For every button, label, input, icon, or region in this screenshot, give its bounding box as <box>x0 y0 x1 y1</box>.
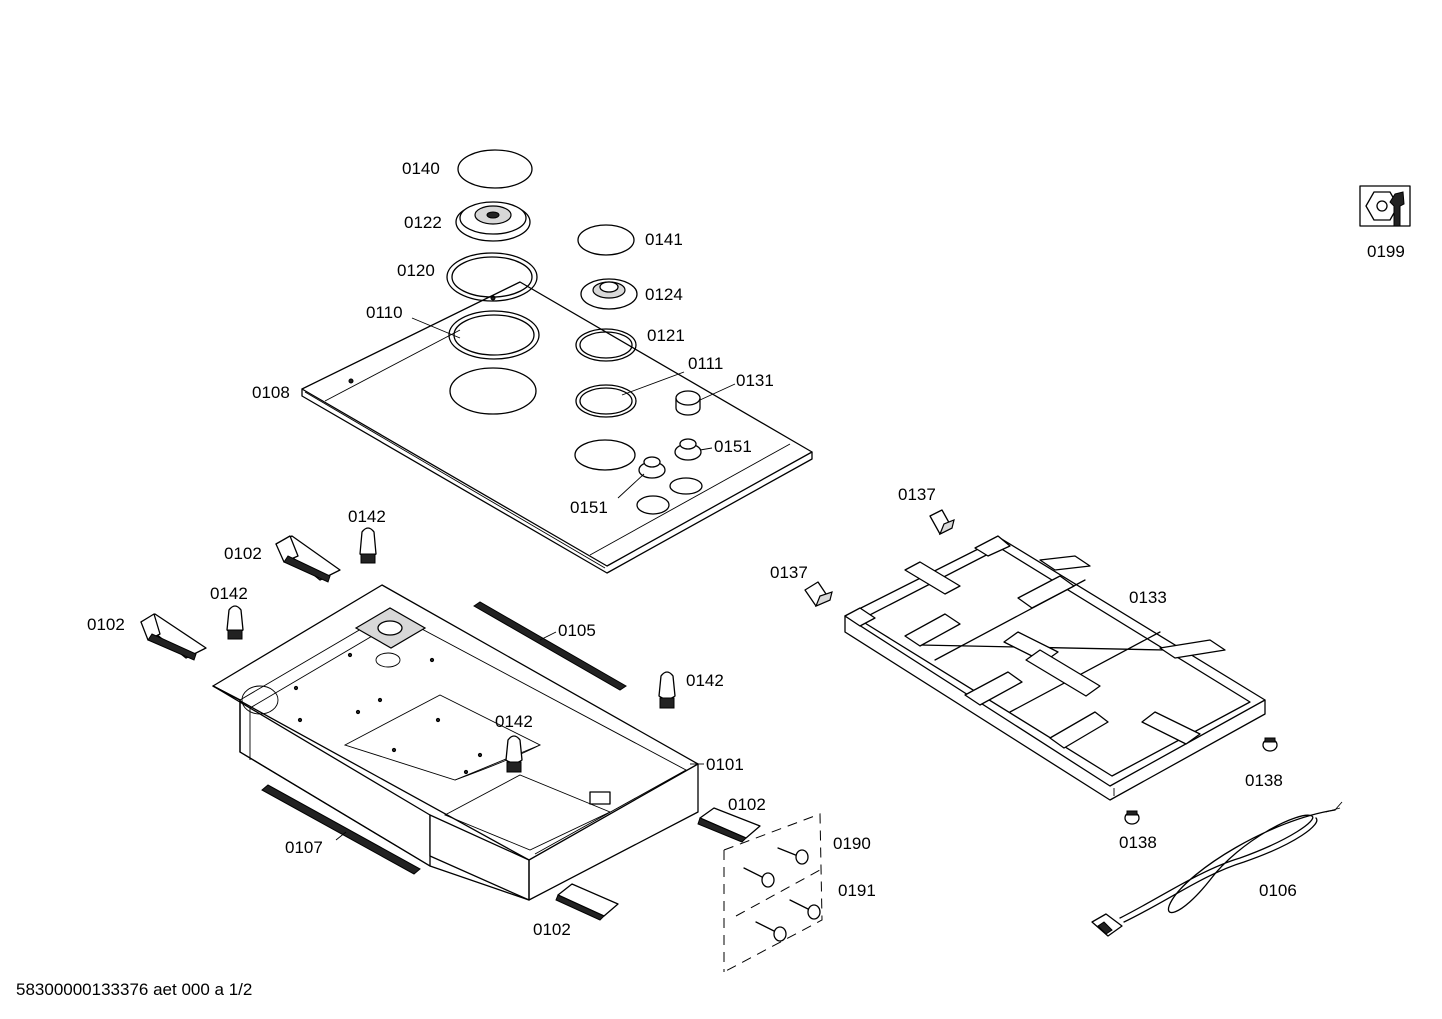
label-0140: 0140 <box>402 159 440 178</box>
label-0105: 0105 <box>558 621 596 640</box>
label-0111: 0111 <box>688 354 723 373</box>
label-0107: 0107 <box>285 838 323 857</box>
screw-box-outline <box>723 813 823 973</box>
label-0131: 0131 <box>736 371 774 390</box>
power-cable <box>1091 801 1343 937</box>
clamp-bracket-3 <box>697 807 761 843</box>
label-0142-1: 0142 <box>348 507 386 526</box>
label-0102-4: 0102 <box>533 920 571 939</box>
clamp-bracket-4 <box>555 883 619 921</box>
label-0120: 0120 <box>397 261 435 280</box>
label-0102-1: 0102 <box>224 544 262 563</box>
clamp-bracket-1 <box>275 535 341 583</box>
burner-cap-small <box>577 224 635 256</box>
document-id-footer: 58300000133376 aet 000 a 1/2 <box>16 980 253 999</box>
label-0151-left: 0151 <box>570 498 608 517</box>
screw-1 <box>777 847 809 865</box>
rubber-foot-2 <box>226 605 244 640</box>
leader-lines <box>411 317 736 499</box>
label-0138-1: 0138 <box>1245 771 1283 790</box>
label-0151-right: 0151 <box>714 437 752 456</box>
seal-ring-small <box>575 384 637 418</box>
grid-clip-1 <box>929 509 955 536</box>
label-0133: 0133 <box>1129 588 1167 607</box>
label-0137-2: 0137 <box>770 563 808 582</box>
screw-2 <box>743 867 775 888</box>
sealing-strip-top <box>473 601 627 691</box>
screw-4 <box>755 921 787 942</box>
burner-head-small <box>580 278 638 310</box>
label-0124: 0124 <box>645 285 683 304</box>
label-0102-3: 0102 <box>728 795 766 814</box>
pan-support-grid <box>844 535 1266 801</box>
label-0106: 0106 <box>1259 881 1297 900</box>
label-0199: 0199 <box>1367 242 1405 261</box>
rubber-foot-1 <box>359 527 377 564</box>
grid-foot-1 <box>1262 737 1278 752</box>
burner-cap-large <box>457 149 533 189</box>
burner-head-large <box>455 201 531 242</box>
control-knob <box>675 390 701 416</box>
leader-lines-housing <box>335 631 704 841</box>
burner-ring-small <box>575 328 637 362</box>
label-0102-2: 0102 <box>87 615 125 634</box>
label-0191: 0191 <box>838 881 876 900</box>
label-0141: 0141 <box>645 230 683 249</box>
label-0101: 0101 <box>706 755 744 774</box>
cooktop-panel <box>301 281 813 574</box>
knob-seat-right <box>674 438 702 461</box>
service-tool-icon <box>1359 185 1411 227</box>
seal-ring-large <box>448 310 540 360</box>
housing-tray <box>212 584 699 901</box>
burner-ring-large <box>446 252 538 302</box>
knob-seat-left <box>638 456 666 479</box>
label-0142-3: 0142 <box>686 671 724 690</box>
clamp-bracket-2 <box>140 613 207 661</box>
label-0138-2: 0138 <box>1119 833 1157 852</box>
screw-3 <box>789 899 821 920</box>
label-0108: 0108 <box>252 383 290 402</box>
label-0142-2: 0142 <box>210 584 248 603</box>
sealing-strip-bottom <box>261 784 421 875</box>
label-0137-1: 0137 <box>898 485 936 504</box>
rubber-foot-3 <box>658 671 676 709</box>
label-0110: 0110 <box>366 303 403 322</box>
label-0122: 0122 <box>404 213 442 232</box>
label-0121: 0121 <box>647 326 685 345</box>
label-0190: 0190 <box>833 834 871 853</box>
grid-clip-2 <box>804 581 833 608</box>
rubber-foot-4 <box>505 735 523 773</box>
label-0142-4: 0142 <box>495 712 533 731</box>
grid-foot-2 <box>1124 810 1140 825</box>
